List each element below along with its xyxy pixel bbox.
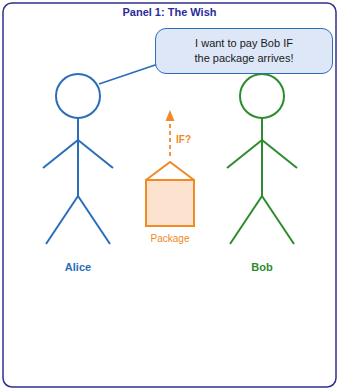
package-icon — [146, 162, 194, 226]
panel-title: Panel 1: The Wish — [0, 6, 339, 18]
speech-text: I want to pay Bob IF the package arrives… — [190, 36, 298, 66]
speech-bubble: I want to pay Bob IF the package arrives… — [155, 28, 333, 74]
alice-figure — [43, 74, 113, 244]
condition-arrow — [166, 110, 175, 156]
panel-border — [3, 3, 336, 387]
alice-label: Alice — [65, 261, 91, 273]
package-label: Package — [151, 233, 190, 244]
bob-label: Bob — [251, 261, 272, 273]
bob-figure — [227, 74, 297, 244]
condition-label: IF? — [176, 134, 191, 145]
